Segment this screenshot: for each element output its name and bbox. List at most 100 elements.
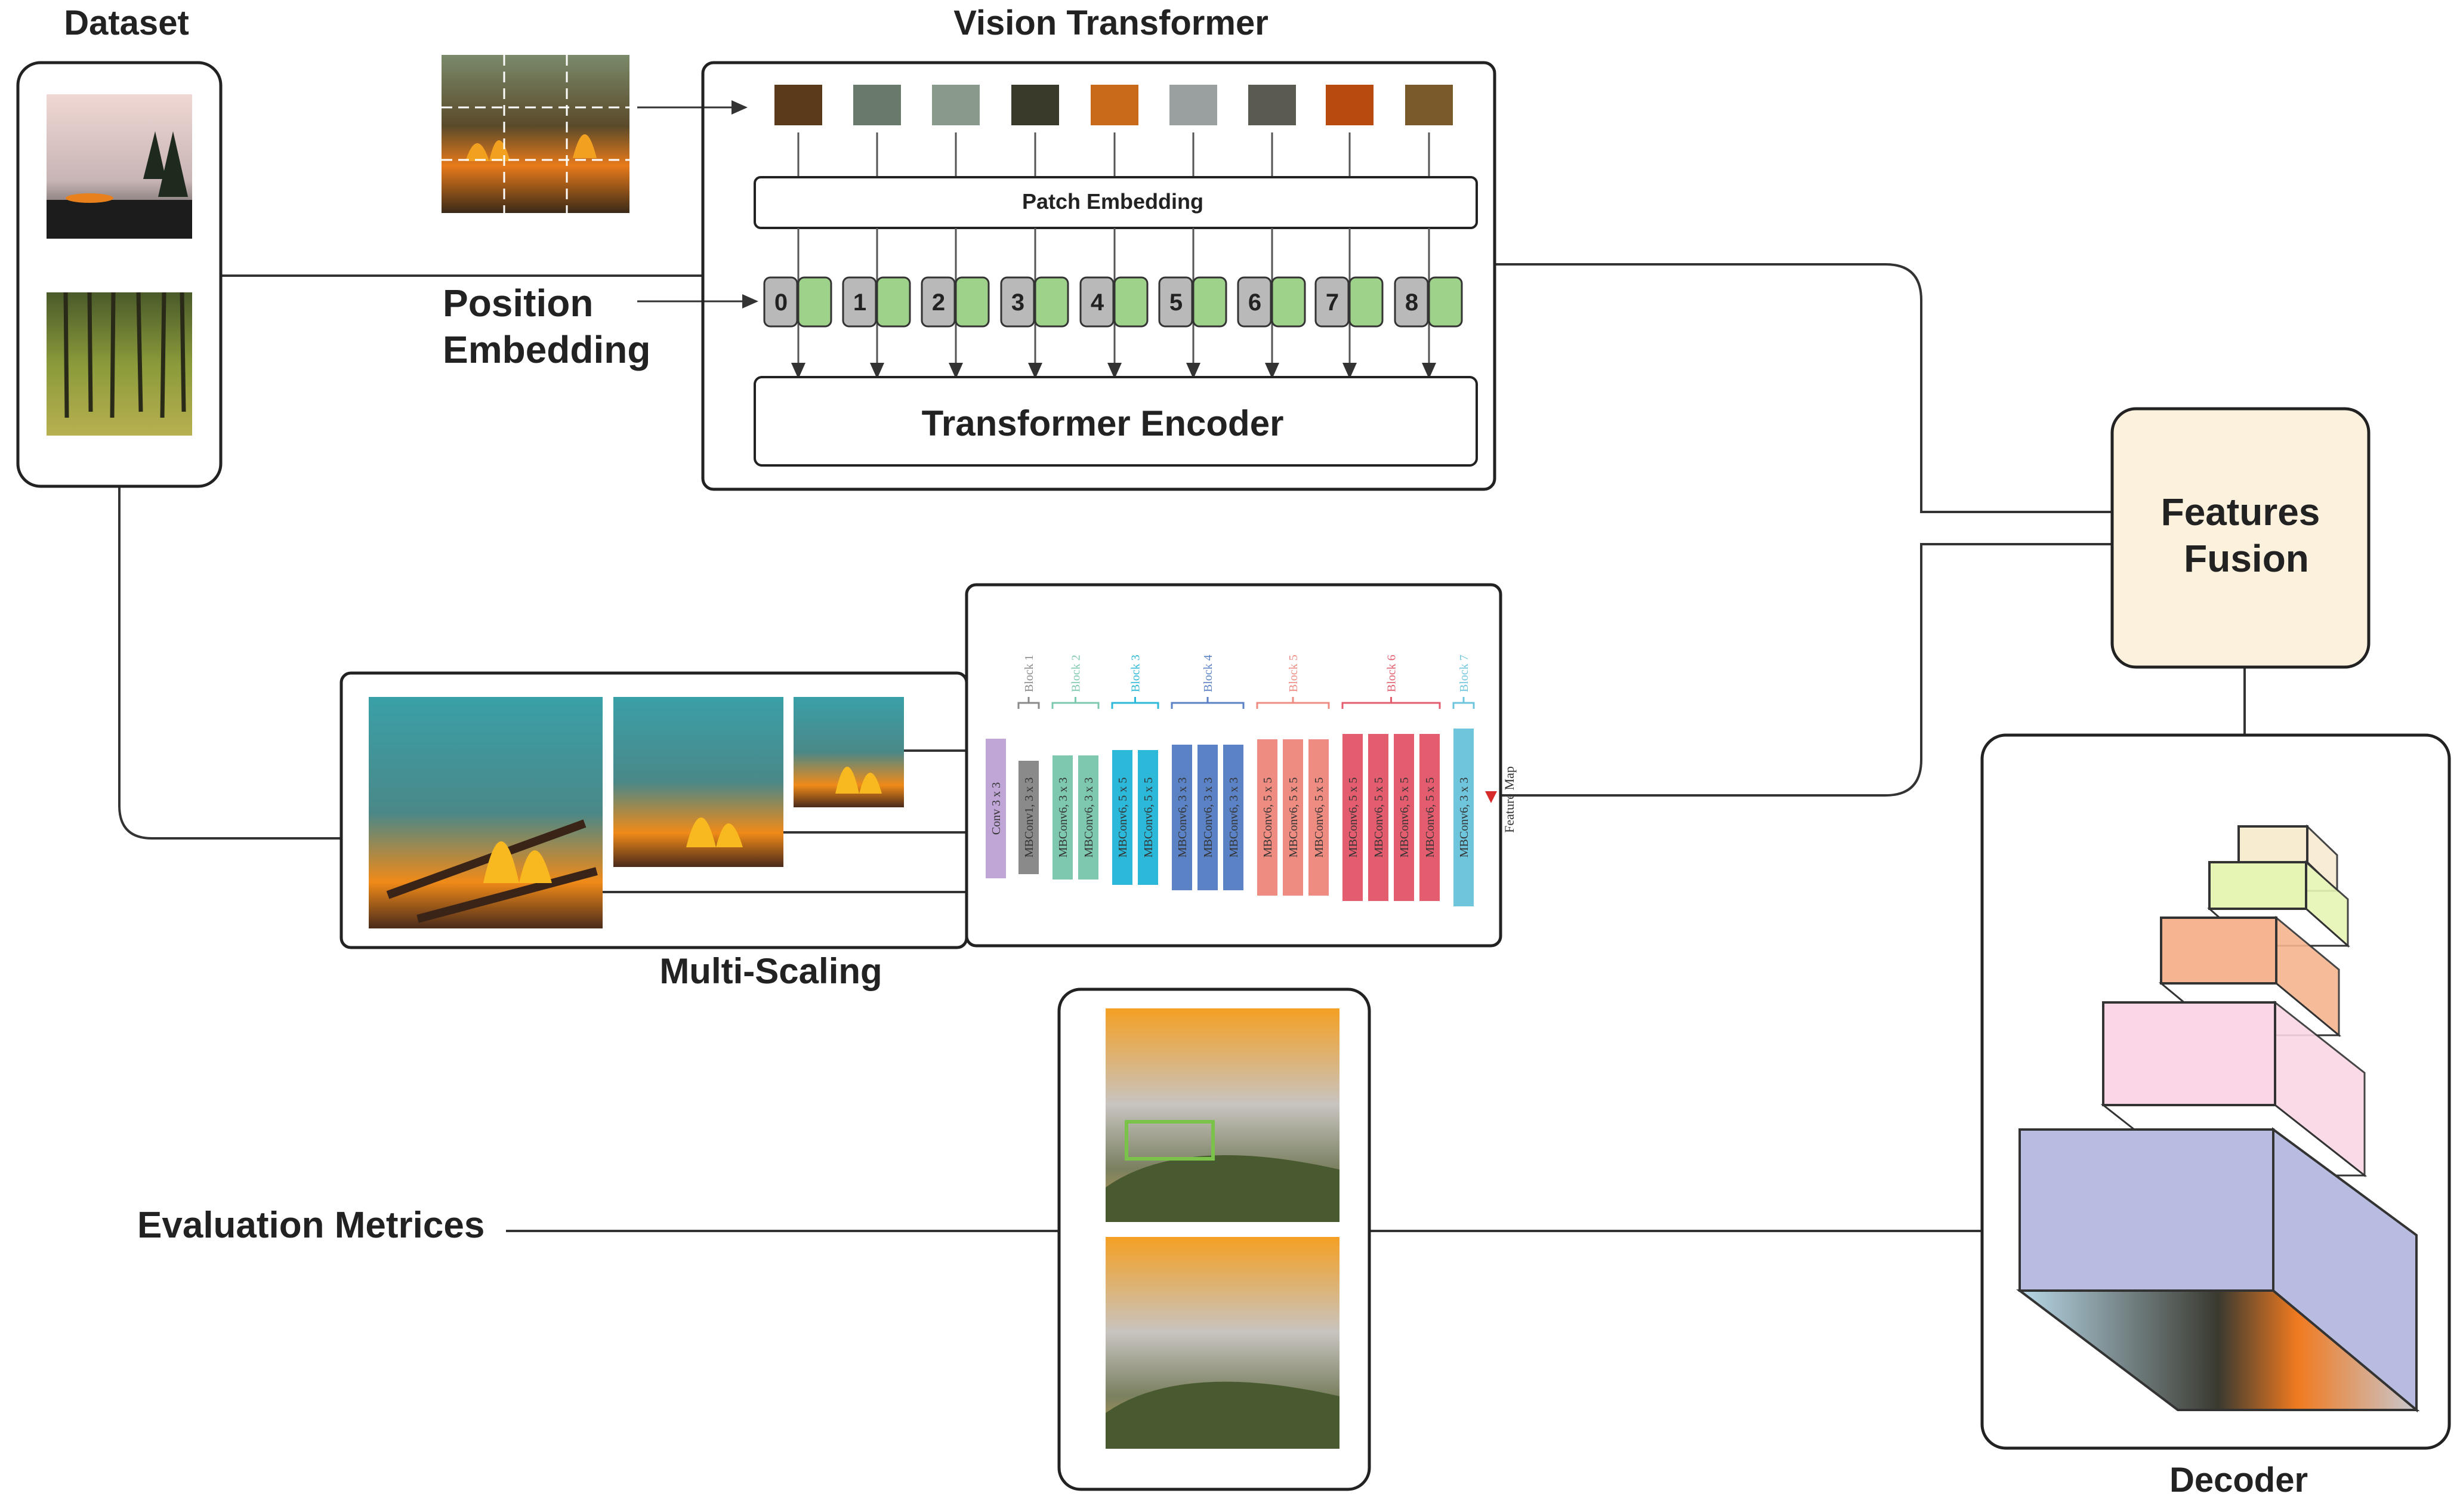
dataset-title: Dataset — [64, 4, 189, 42]
layer-bar — [1018, 761, 1039, 874]
arrows — [637, 100, 758, 308]
layer-bar — [1419, 734, 1440, 901]
layer-front-face — [2160, 917, 2277, 985]
position-index-label: 5 — [1169, 289, 1183, 316]
layer-bar — [1053, 755, 1073, 880]
patch-embedding-cell — [1192, 276, 1227, 328]
position-index-label: 4 — [1091, 289, 1104, 316]
layer-front-face — [2208, 861, 2307, 910]
layer-bar — [986, 739, 1006, 878]
patch-embedding-box — [754, 176, 1478, 229]
efficientnet-block: MBConv6, 3 x 3 Block 7 — [1452, 655, 1475, 906]
feature-map-label: Feature Map — [1502, 766, 1517, 833]
position-index-label: 7 — [1326, 289, 1339, 316]
position-index-cell — [1158, 276, 1193, 328]
position-token: 8 — [1394, 276, 1463, 328]
image-patch — [1169, 85, 1217, 125]
decoder-layers — [2016, 824, 2420, 1413]
layer-label: MBConv6, 5 x 5 — [1424, 777, 1437, 857]
position-token: 0 — [763, 276, 832, 328]
image-patch — [1326, 85, 1374, 125]
layer-bar — [1223, 745, 1243, 890]
block-label: Block 3 — [1129, 655, 1143, 692]
transformer-encoder-box — [754, 376, 1478, 467]
multi-scale-image-small — [794, 697, 904, 807]
patch-embedding-cell — [1034, 276, 1069, 328]
layer-bar — [1453, 729, 1474, 906]
block-label: Block 6 — [1385, 655, 1399, 692]
multi-scale-image-large — [369, 697, 603, 928]
vision-transformer-title: Vision Transformer — [953, 4, 1268, 42]
evaluation-metrics-label: Evaluation Metrices — [137, 1205, 484, 1246]
image-patch — [1091, 85, 1138, 125]
layer-bar — [1138, 750, 1158, 885]
position-index-label: 8 — [1405, 289, 1418, 316]
position-index-cell — [842, 276, 877, 328]
position-index-label: 3 — [1011, 289, 1024, 316]
image-patch — [932, 85, 980, 125]
evaluation-image-bottom — [1106, 1237, 1339, 1449]
layer-bar — [1197, 745, 1218, 890]
position-index-cell — [1394, 276, 1429, 328]
patch-embedding-cell — [1271, 276, 1306, 328]
position-index-cell — [1237, 276, 1272, 328]
patch-source-image — [442, 55, 629, 213]
position-token: 1 — [842, 276, 911, 328]
patch-row — [774, 85, 1453, 125]
patch-embedding-cell — [1428, 276, 1463, 328]
features-fusion-box — [2110, 407, 2371, 669]
multi-scaling-title: Multi-Scaling — [659, 951, 882, 991]
layer-label: MBConv6, 3 x 3 — [1227, 777, 1240, 857]
patch-embedding-cell — [876, 276, 911, 328]
position-index-cell — [921, 276, 956, 328]
image-patch — [1011, 85, 1059, 125]
block-bracket — [1341, 697, 1441, 709]
decoder-box — [1980, 733, 2451, 1450]
position-token: 5 — [1158, 276, 1227, 328]
position-index-label: 0 — [774, 289, 788, 316]
patch-embedding-label: Patch Embedding — [1022, 189, 1203, 214]
layer-label: MBConv6, 5 x 5 — [1347, 777, 1360, 857]
layer-bar — [1342, 734, 1363, 901]
block-bracket — [1256, 697, 1330, 709]
feature-map-marker — [1485, 791, 1497, 803]
transformer-encoder-label: Transformer Encoder — [922, 403, 1284, 443]
layer-front-face — [2237, 825, 2308, 863]
dataset-image-forest — [47, 292, 192, 436]
patch-embedding-cell — [797, 276, 832, 328]
decoder-layer-1 — [2016, 1127, 2420, 1413]
layer-label: MBConv6, 5 x 5 — [1142, 777, 1155, 857]
position-index-cell — [1079, 276, 1115, 328]
layer-label: MBConv6, 3 x 3 — [1458, 777, 1471, 857]
decoder-title: Decoder — [2169, 1461, 2308, 1499]
block-label: Block 1 — [1023, 655, 1036, 692]
layer-front-face — [2102, 1001, 2276, 1106]
position-token: 4 — [1079, 276, 1149, 328]
stem-layer: Conv 3 x 3 — [986, 739, 1006, 878]
layer-label: Conv 3 x 3 — [990, 782, 1003, 835]
layer-bar — [1283, 739, 1303, 896]
layer-label: MBConv6, 5 x 5 — [1116, 777, 1129, 857]
layer-bar — [1078, 755, 1098, 880]
block-bracket — [1111, 697, 1159, 709]
layer-bar — [1112, 750, 1132, 885]
dataset-image-smoke — [47, 94, 192, 239]
patch-embedding-cell — [955, 276, 990, 328]
layer-label: MBConv6, 3 x 3 — [1057, 777, 1070, 857]
block-label: Block 7 — [1458, 655, 1471, 692]
layer-bar — [1172, 745, 1192, 890]
patch-embedding-cell — [1113, 276, 1149, 328]
layer-label: MBConv6, 5 x 5 — [1287, 777, 1300, 857]
layer-label: MBConv6, 3 x 3 — [1082, 777, 1095, 857]
block-label: Block 4 — [1202, 655, 1215, 692]
detection-box — [1125, 1120, 1215, 1161]
position-token: 7 — [1314, 276, 1384, 328]
